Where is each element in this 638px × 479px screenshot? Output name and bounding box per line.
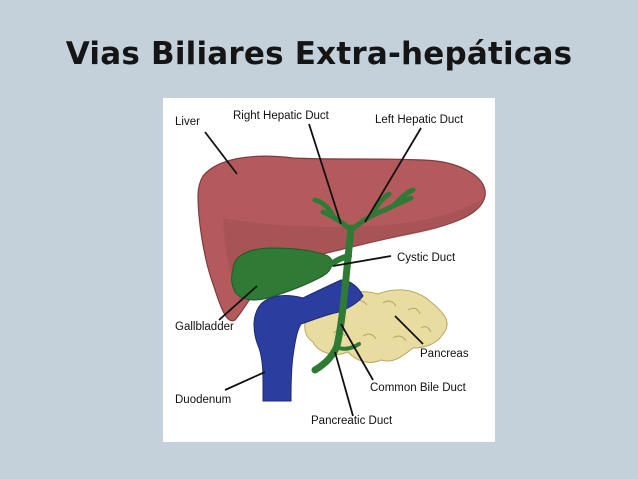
common-bile-duct-shape [311, 224, 355, 374]
pancreatic-duct-shape [337, 342, 361, 351]
liver-leader-line [204, 131, 238, 175]
label-pancreatic-duct: Pancreatic Duct [311, 415, 393, 427]
left-hepatic-duct-shape [348, 187, 416, 233]
label-cystic-duct: Cystic Duct [397, 252, 456, 264]
label-gallbladder: Gallbladder [175, 321, 234, 333]
label-pancreas: Pancreas [420, 348, 469, 360]
slide-title: Vias Biliares Extra-hepáticas [65, 36, 573, 72]
duodenum-shape [253, 279, 364, 402]
right-hepatic-duct-leader-line [308, 123, 342, 225]
pancreatic-duct-leader-line [334, 351, 354, 417]
biliary-diagram-svg: Liver Right Hepatic Duct Left Hepatic Du… [175, 110, 486, 427]
label-common-bile-duct: Common Bile Duct [370, 382, 467, 394]
liver-shading [223, 200, 481, 303]
duodenum-leader-line [224, 371, 266, 391]
cystic-duct-leader-line [332, 255, 392, 267]
label-duodenum: Duodenum [175, 394, 231, 406]
common-bile-duct-leader-line [340, 323, 374, 381]
left-hepatic-duct-leader-line [364, 127, 422, 223]
biliary-diagram: Liver Right Hepatic Duct Left Hepatic Du… [163, 98, 495, 442]
pancreas-leader-line [394, 315, 424, 345]
label-liver: Liver [175, 116, 200, 128]
right-hepatic-duct-shape [312, 197, 354, 233]
gallbladder-leader-line [218, 285, 258, 321]
label-right-hepatic-duct: Right Hepatic Duct [233, 110, 330, 122]
label-left-hepatic-duct: Left Hepatic Duct [375, 114, 464, 126]
